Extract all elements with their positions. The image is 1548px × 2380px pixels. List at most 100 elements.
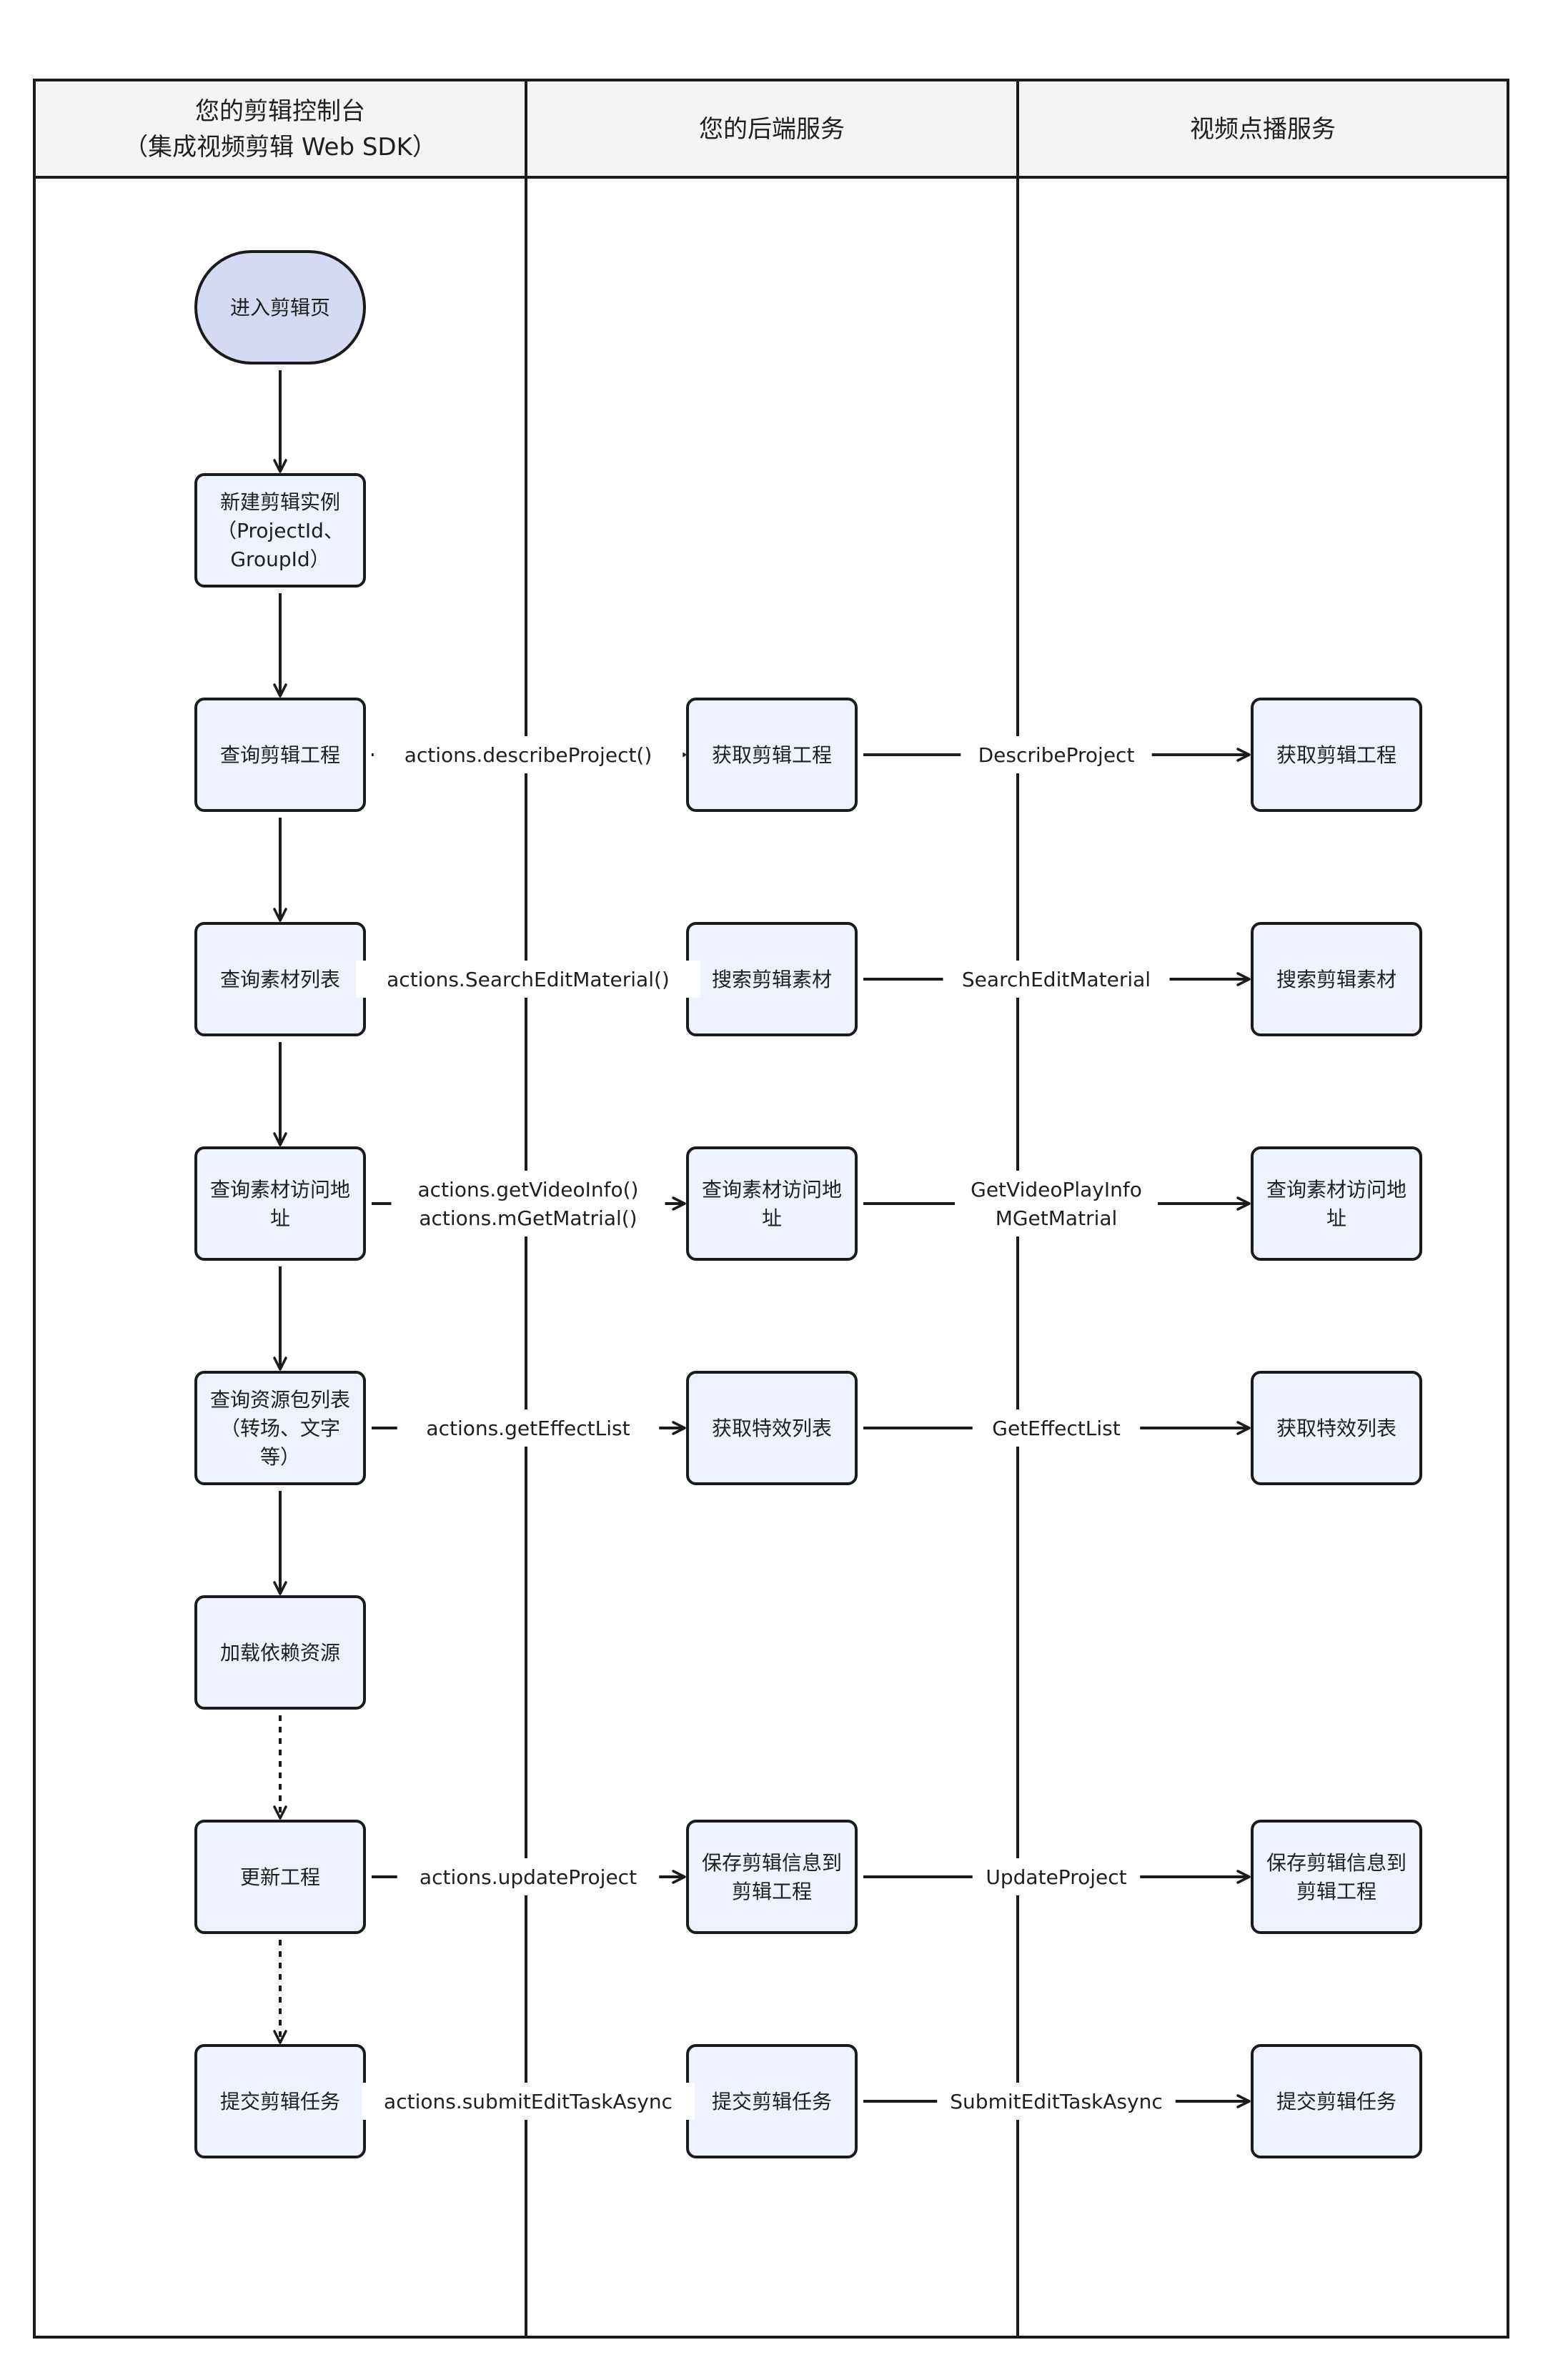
node-label: 查询素材访问地址 (1266, 1178, 1406, 1230)
process-box (1251, 1146, 1422, 1261)
node-label-line: 等） (260, 1445, 300, 1469)
node-query-resource-list: 查询资源包列表（转场、文字等） (194, 1371, 366, 1485)
process-box (194, 1595, 366, 1710)
connector-label-line: actions.submitEditTaskAsync (384, 2090, 673, 2113)
process-box (1251, 2044, 1422, 2158)
node-label: 保存剪辑信息到剪辑工程 (1266, 1851, 1406, 1903)
connector-label-bg (373, 736, 683, 773)
node-label-line: 提交剪辑任务 (220, 2090, 340, 2113)
connector-label-line: actions.SearchEditMaterial() (387, 968, 670, 991)
connector-label-bg (356, 961, 700, 998)
connector-label-line: UpdateProject (986, 1865, 1126, 1889)
connector-label: SubmitEditTaskAsync (950, 2090, 1162, 2113)
node-label-line: 搜索剪辑素材 (1276, 968, 1396, 991)
node-label-line: 查询素材列表 (220, 968, 340, 991)
connector-label-line: GetEffectList (992, 1417, 1120, 1440)
node-vod-save-project: 保存剪辑信息到剪辑工程 (1251, 1820, 1422, 1934)
node-be-search-material: 搜索剪辑素材 (686, 922, 858, 1036)
process-box (194, 473, 366, 587)
node-query-project: 查询剪辑工程 (194, 698, 366, 812)
connector-label-line: SubmitEditTaskAsync (950, 2090, 1162, 2113)
connector-label-line: GetVideoPlayInfo (971, 1178, 1142, 1201)
connector-label-bg (972, 1858, 1141, 1895)
node-vod-search-material: 搜索剪辑素材 (1251, 922, 1422, 1036)
node-label: 加载依赖资源 (220, 1641, 340, 1665)
connector-label-line: DescribeProject (978, 743, 1135, 767)
lane-title-0: 您的剪辑控制台 （集成视频剪辑 Web SDK） (124, 97, 437, 162)
node-vod-submit-task: 提交剪辑任务 (1251, 2044, 1422, 2158)
connector-label-line: actions.mGetMatrial() (419, 1206, 637, 1230)
connector-label: UpdateProject (986, 1865, 1126, 1889)
node-label: 查询素材列表 (220, 968, 340, 991)
node-label: 查询素材访问地址 (702, 1178, 842, 1230)
process-box (194, 1820, 366, 1934)
node-label-line: 查询剪辑工程 (220, 743, 340, 767)
node-label: 进入剪辑页 (230, 296, 330, 319)
node-label-line: 剪辑工程 (732, 1880, 812, 1903)
connector-label-bg (391, 1171, 665, 1236)
node-label-line: 新建剪辑实例 (220, 490, 340, 514)
lane-title-line: 视频点播服务 (1190, 115, 1336, 144)
node-label-line: 加载依赖资源 (220, 1641, 340, 1665)
connector-label-bg (362, 2083, 695, 2120)
lane-title-line: （集成视频剪辑 Web SDK） (124, 133, 437, 162)
node-label: 保存剪辑信息到剪辑工程 (702, 1851, 842, 1903)
process-box (194, 698, 366, 812)
process-box (1251, 1371, 1422, 1485)
lane-title-1: 您的后端服务 (699, 115, 845, 144)
lane-title-line: 您的剪辑控制台 (195, 97, 365, 126)
node-label-line: 址 (270, 1206, 290, 1230)
lane-title-line: 您的后端服务 (699, 115, 845, 144)
node-label: 查询素材访问地址 (210, 1178, 350, 1230)
node-label-line: 查询素材访问地 (210, 1178, 350, 1201)
connector-label: DescribeProject (978, 743, 1135, 767)
node-query-material-list: 查询素材列表 (194, 922, 366, 1036)
diagram-frame (33, 79, 1509, 2339)
connector-label-bg (955, 1171, 1158, 1236)
connector-label-bg (961, 736, 1152, 773)
node-label: 获取剪辑工程 (712, 743, 832, 767)
node-be-submit-task: 提交剪辑任务 (686, 2044, 858, 2158)
connector-label-bg (397, 1409, 660, 1447)
node-label-line: （ProjectId、 (217, 519, 344, 542)
node-label: 查询剪辑工程 (220, 743, 340, 767)
node-label-line: 剪辑工程 (1296, 1880, 1376, 1903)
connector-label: SearchEditMaterial (962, 968, 1151, 991)
node-label-line: 获取剪辑工程 (712, 743, 832, 767)
node-label: 提交剪辑任务 (712, 2090, 832, 2113)
node-label-line: 获取特效列表 (712, 1417, 832, 1440)
node-label: 新建剪辑实例 （ProjectId、 GroupId） (217, 490, 344, 571)
node-label-line: GroupId） (230, 547, 329, 571)
node-label-line: 保存剪辑信息到 (702, 1851, 842, 1875)
process-box (194, 1146, 366, 1261)
lane-title-2: 视频点播服务 (1190, 115, 1336, 144)
node-label-line: 更新工程 (240, 1865, 320, 1889)
node-query-material-url: 查询素材访问地址 (194, 1146, 366, 1261)
node-label: 搜索剪辑素材 (1276, 968, 1396, 991)
process-box (1251, 1820, 1422, 1934)
node-label: 查询资源包列表（转场、文字等） (210, 1388, 350, 1469)
node-label-line: 搜索剪辑素材 (712, 968, 832, 991)
node-start: 进入剪辑页 (194, 250, 366, 365)
node-label-line: 址 (1326, 1206, 1346, 1230)
connector-label-bg (972, 1409, 1141, 1447)
connector-label: GetEffectList (992, 1417, 1120, 1440)
connector-label-line: MGetMatrial (996, 1206, 1118, 1230)
node-label-line: 保存剪辑信息到 (1266, 1851, 1406, 1875)
connector-labels: actions.describeProject() actions.SearchE… (356, 736, 1176, 2120)
process-box (1251, 698, 1422, 812)
node-update-project: 更新工程 (194, 1820, 366, 1934)
connector-label: actions.SearchEditMaterial() (387, 968, 670, 991)
node-label-line: 获取剪辑工程 (1276, 743, 1396, 767)
connector-label-line: actions.updateProject (420, 1865, 637, 1889)
node-be-query-url: 查询素材访问地址 (686, 1146, 858, 1261)
swimlanes: 您的剪辑控制台 （集成视频剪辑 Web SDK） 您的后端服务 视频点播服务 (33, 79, 1509, 2339)
connector-label: actions.describeProject() (405, 743, 653, 767)
node-new-instance: 新建剪辑实例 （ProjectId、 GroupId） (194, 473, 366, 587)
node-label-line: 进入剪辑页 (230, 296, 330, 319)
process-box (686, 698, 858, 812)
connector-label-bg (943, 961, 1170, 998)
node-label-line: 提交剪辑任务 (712, 2090, 832, 2113)
node-label-line: 查询素材访问地 (702, 1178, 842, 1201)
